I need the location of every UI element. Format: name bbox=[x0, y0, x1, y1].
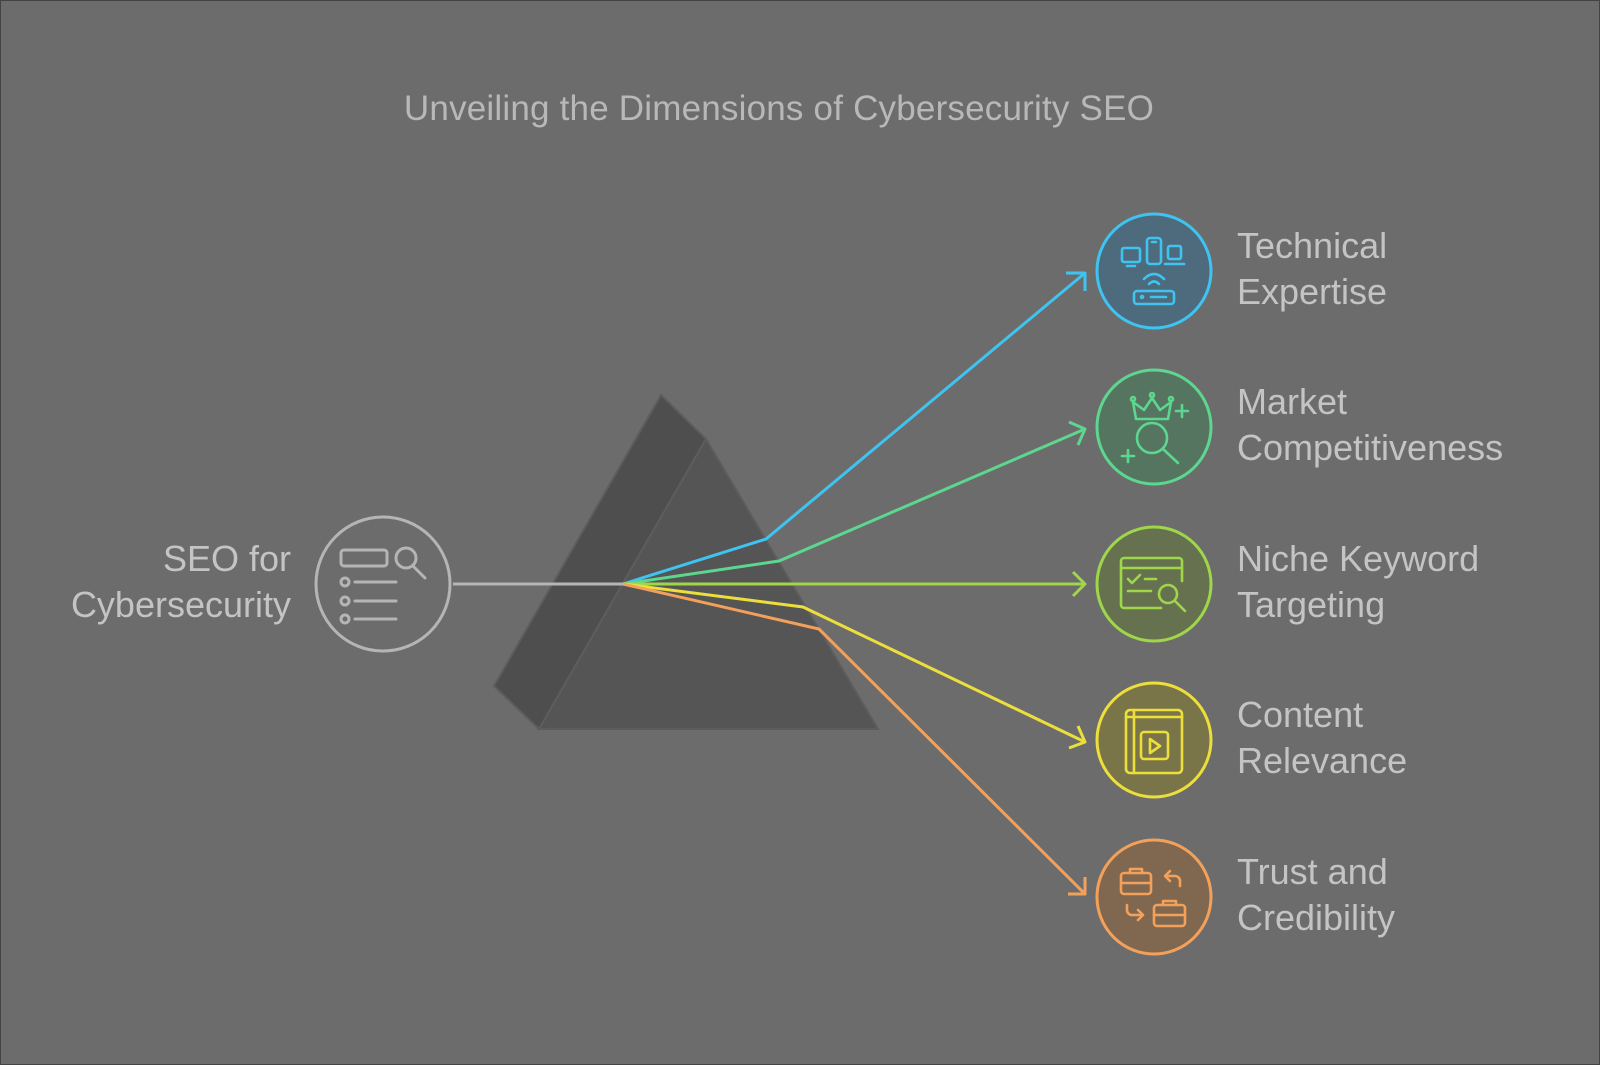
output-beams bbox=[622, 271, 1087, 896]
node-technical-expertise bbox=[1095, 212, 1213, 330]
briefcase-exchange-icon bbox=[1119, 867, 1187, 928]
source-node bbox=[314, 515, 452, 653]
beam-content-relevance bbox=[622, 582, 1086, 744]
arrowhead-market-competitiveness bbox=[1068, 420, 1087, 446]
arrowhead-content-relevance bbox=[1068, 725, 1087, 750]
label-line: Niche Keyword bbox=[1237, 538, 1480, 579]
source-label: SEO for Cybersecurity bbox=[41, 536, 291, 628]
node-circle-trust-and-credibility bbox=[1095, 838, 1213, 956]
label-market-competitiveness: Market Competitiveness bbox=[1237, 379, 1503, 471]
beam-trust-and-credibility bbox=[622, 582, 1087, 896]
node-content-relevance bbox=[1095, 681, 1213, 799]
arrowhead-niche-keyword-targeting bbox=[1071, 570, 1087, 598]
arrowheads bbox=[1066, 271, 1087, 896]
source-circle bbox=[314, 515, 452, 653]
label-line: Market bbox=[1237, 381, 1348, 422]
label-line: Relevance bbox=[1237, 740, 1408, 781]
label-niche-keyword-targeting: Niche Keyword Targeting bbox=[1237, 536, 1479, 628]
label-line: Content bbox=[1237, 694, 1364, 735]
label-line: Expertise bbox=[1237, 271, 1388, 312]
source-label-line-2: Cybersecurity bbox=[70, 584, 291, 625]
label-trust-and-credibility: Trust and Credibility bbox=[1237, 849, 1395, 941]
node-trust-and-credibility bbox=[1095, 838, 1213, 956]
beam-technical-expertise bbox=[622, 271, 1086, 586]
page-title: Unveiling the Dimensions of Cybersecurit… bbox=[403, 89, 1155, 128]
video-book-icon bbox=[1124, 708, 1184, 775]
keyword-search-window-icon bbox=[1119, 556, 1187, 613]
label-line: Trust and bbox=[1237, 851, 1388, 892]
label-technical-expertise: Technical Expertise bbox=[1237, 223, 1387, 315]
devices-network-icon bbox=[1120, 236, 1186, 306]
node-circle-niche-keyword-targeting bbox=[1095, 525, 1213, 643]
search-list-icon bbox=[339, 546, 427, 625]
node-circle-technical-expertise bbox=[1095, 212, 1213, 330]
node-market-competitiveness bbox=[1095, 368, 1213, 486]
node-circle-market-competitiveness bbox=[1095, 368, 1213, 486]
crown-search-icon bbox=[1120, 391, 1190, 465]
label-line: Technical bbox=[1237, 225, 1388, 266]
prism bbox=[492, 393, 880, 731]
arrowhead-trust-and-credibility bbox=[1068, 877, 1087, 896]
arrowhead-technical-expertise bbox=[1066, 271, 1087, 291]
node-circle-content-relevance bbox=[1095, 681, 1213, 799]
label-content-relevance: Content Relevance bbox=[1237, 692, 1407, 784]
beam-market-competitiveness bbox=[622, 427, 1086, 586]
source-label-line-1: SEO for bbox=[162, 538, 291, 579]
label-line: Credibility bbox=[1237, 897, 1396, 938]
node-niche-keyword-targeting bbox=[1095, 525, 1213, 643]
label-line: Competitiveness bbox=[1237, 427, 1504, 468]
label-line: Targeting bbox=[1237, 584, 1386, 625]
